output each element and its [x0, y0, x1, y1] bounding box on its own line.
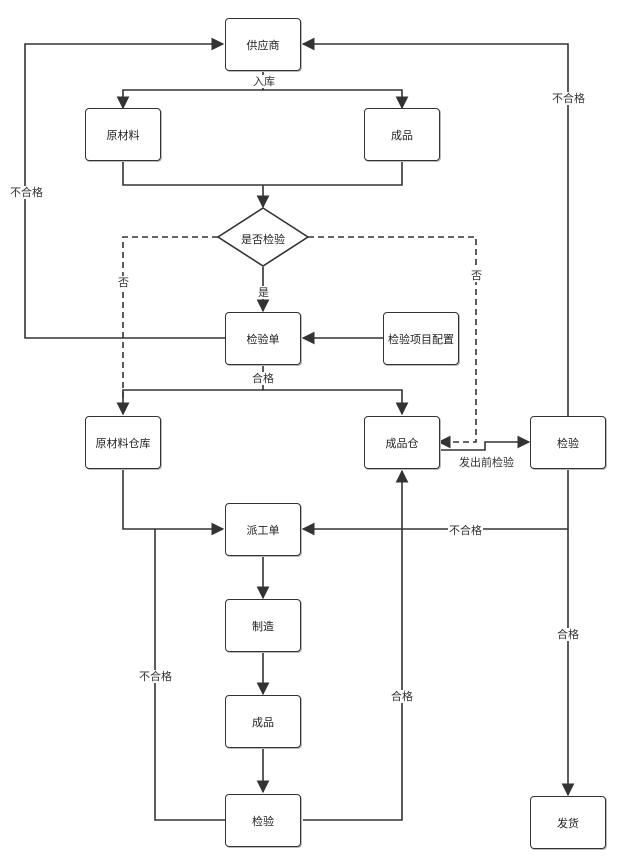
node-dispatch-order[interactable]: 派工单: [225, 503, 301, 556]
edge-sheet-pass: [116, 365, 264, 416]
edge-right-reject: [301, 37, 569, 417]
label-yes: 是: [257, 286, 270, 299]
label-reject-right-top: 不合格: [551, 92, 586, 105]
edge-raw-wh-to-dispatch: [122, 469, 225, 536]
node-manufacture[interactable]: 制造: [225, 599, 301, 652]
label-reject-left: 不合格: [9, 186, 44, 199]
label-reject-bottom-left: 不合格: [138, 670, 173, 683]
label-pass-sheet: 合格: [251, 372, 275, 385]
edge-sheet-pass-right: [263, 389, 409, 416]
node-inspect-decision[interactable]: 是否检验: [241, 233, 285, 246]
edge-bottom-pass: [303, 469, 409, 821]
edge-raw-to-decision: [122, 160, 403, 186]
node-supplier[interactable]: 供应商: [225, 18, 301, 71]
edge-no-left: [116, 236, 218, 416]
edge-bottom-reject: [154, 529, 225, 821]
edge-supplier-to-raw: [116, 72, 264, 110]
node-inspect-right[interactable]: 检验: [530, 416, 606, 469]
label-pre-ship-inspect: 发出前检验: [458, 456, 515, 469]
edge-sheet-reject: [24, 37, 225, 339]
node-inspection-sheet[interactable]: 检验单: [225, 312, 301, 365]
label-inbound: 入库: [252, 75, 276, 88]
edge-no-right: [308, 236, 477, 449]
node-inspect-bottom[interactable]: 检验: [225, 794, 301, 847]
edge-supplier-to-product: [263, 89, 409, 110]
label-pass-bottom: 合格: [390, 690, 414, 703]
node-raw-material[interactable]: 原材料: [85, 108, 161, 161]
node-product-top[interactable]: 成品: [364, 108, 440, 161]
node-raw-warehouse[interactable]: 原材料仓库: [85, 416, 161, 469]
decision-diamond: [216, 207, 310, 267]
node-inspection-config[interactable]: 检验项目配置: [383, 312, 459, 365]
edge-right-reject-dispatch: [301, 469, 569, 536]
edge-pre-ship: [440, 435, 531, 451]
label-no-left: 否: [117, 276, 130, 289]
node-ship[interactable]: 发货: [530, 796, 606, 849]
label-reject-right-mid: 不合格: [448, 524, 483, 537]
label-pass-ship: 合格: [556, 628, 580, 641]
node-product-warehouse[interactable]: 成品仓: [364, 416, 440, 469]
node-product-mid[interactable]: 成品: [225, 695, 301, 748]
label-no-right: 否: [470, 269, 483, 282]
